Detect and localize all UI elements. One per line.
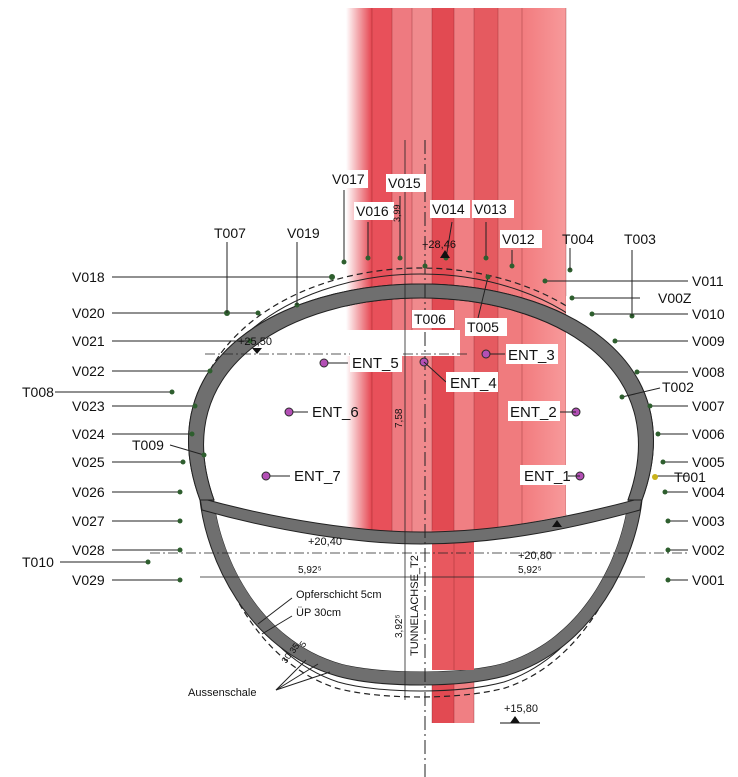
lower-interior — [214, 500, 628, 672]
dim-half-width-left: 5,92⁵ — [298, 565, 322, 576]
label-v013: V013 — [474, 201, 507, 217]
label-v010: V010 — [692, 306, 725, 322]
label-ent-7: ENT_7 — [294, 468, 341, 485]
right-leaders — [545, 280, 688, 581]
level-markers — [252, 250, 562, 723]
level-crown: +25,50 — [238, 336, 272, 348]
label-ent-3: ENT_3 — [508, 347, 555, 364]
label-v006: V006 — [692, 426, 725, 442]
dim-wall-a: 30 — [279, 651, 293, 665]
ent-6-marker — [284, 407, 294, 417]
label-v029: V029 — [72, 572, 105, 588]
dim-top-height: 3,99 — [392, 204, 402, 222]
label-v002: V002 — [692, 542, 725, 558]
label-t005: T005 — [467, 319, 499, 335]
left-dots — [145, 274, 335, 583]
dim-half-width-right: 5,92⁵ — [518, 565, 542, 576]
label-v022: V022 — [72, 363, 105, 379]
label-v024: V024 — [72, 426, 105, 442]
label-v019: V019 — [287, 225, 320, 241]
label-v025: V025 — [72, 454, 105, 470]
dim-lower-height: 3,92⁵ — [394, 614, 405, 638]
note-aussenschale: Aussenschale — [188, 687, 257, 699]
ent-3-marker — [481, 349, 491, 359]
note-opferschicht: Opferschicht 5cm — [296, 589, 382, 601]
label-v009: V009 — [692, 333, 725, 349]
label-v023: V023 — [72, 398, 105, 414]
column-2 — [372, 8, 392, 558]
column-8 — [498, 8, 522, 558]
label-ent-2: ENT_2 — [510, 404, 557, 421]
dim-wall-c: 5 — [297, 639, 308, 649]
note-up: ÜP 30cm — [296, 607, 341, 619]
label-v026: V026 — [72, 484, 105, 500]
label-v028: V028 — [72, 542, 105, 558]
ent-7-marker — [261, 471, 271, 481]
label-t002: T002 — [662, 379, 694, 395]
label-v007: V007 — [692, 398, 725, 414]
column-3 — [392, 8, 412, 558]
label-v008: V008 — [692, 364, 725, 380]
label-ent-4: ENT_4 — [450, 375, 497, 392]
crown-interior-left — [203, 292, 346, 520]
level-invert: +15,80 — [504, 703, 538, 715]
label-v004: V004 — [692, 484, 725, 500]
label-t006: T006 — [414, 311, 446, 327]
level-top: +28,46 — [422, 239, 456, 251]
label-v00z: V00Z — [658, 290, 692, 306]
label-v015: V015 — [388, 175, 421, 191]
label-t009: T009 — [132, 437, 164, 453]
label-v003: V003 — [692, 513, 725, 529]
label-v014: V014 — [432, 201, 465, 217]
level-right-spring: +20,80 — [518, 550, 552, 562]
left-leaders — [55, 276, 332, 581]
label-t007: T007 — [214, 225, 246, 241]
label-t004: T004 — [562, 231, 594, 247]
label-v011: V011 — [692, 273, 724, 289]
invert-slab — [199, 497, 643, 545]
label-v016: V016 — [356, 203, 389, 219]
dim-upper-height: 7,58 — [394, 408, 405, 428]
crown-gap — [346, 330, 460, 356]
label-t003: T003 — [624, 231, 656, 247]
dim-wall-b: 35 — [287, 641, 301, 655]
label-ent-5: ENT_5 — [352, 355, 399, 372]
label-v012: V012 — [502, 231, 535, 247]
label-t010: T010 — [22, 554, 54, 570]
column-4 — [412, 8, 432, 558]
ent-5-marker — [319, 358, 329, 368]
label-v021: V021 — [72, 333, 105, 349]
label-v018: V018 — [72, 269, 105, 285]
label-v005: V005 — [692, 454, 725, 470]
label-v001: V001 — [692, 572, 725, 588]
label-ent-1: ENT_1 — [524, 468, 571, 485]
level-left-spring: +20,40 — [308, 536, 342, 548]
top-leaders — [226, 190, 633, 319]
excavation-line — [192, 267, 649, 698]
crown-interior-right — [566, 296, 644, 514]
right-dots — [542, 267, 671, 583]
column-1 — [346, 8, 372, 558]
label-ent-6: ENT_6 — [312, 404, 359, 421]
axis-label: TUNNELACHSE_T2 — [409, 555, 421, 656]
column-lower — [432, 530, 474, 670]
label-v027: V027 — [72, 513, 105, 529]
label-v020: V020 — [72, 305, 105, 321]
label-t001: T001 — [674, 469, 706, 485]
label-t008: T008 — [22, 384, 54, 400]
entity-leaders — [270, 353, 580, 477]
label-v017: V017 — [332, 171, 365, 187]
